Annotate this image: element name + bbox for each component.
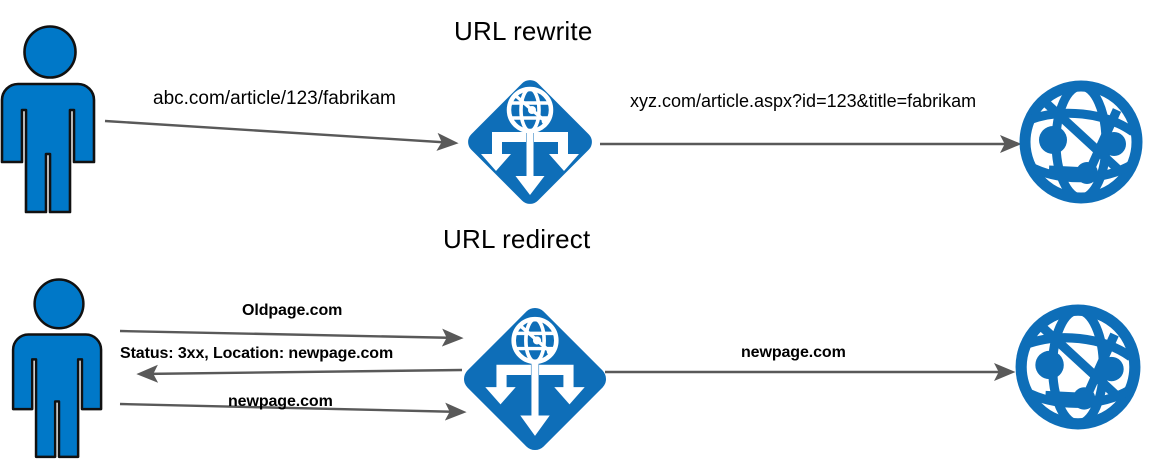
application-gateway-bottom (463, 296, 607, 462)
person-icon (11, 278, 103, 459)
client-person-bottom (11, 274, 103, 460)
gateway-globe (511, 316, 559, 365)
label-oldpage-request: Oldpage.com (242, 302, 343, 319)
web-globe-icon (1019, 80, 1143, 204)
label-redirect-response: Status: 3xx, Location: newpage.com (120, 345, 394, 362)
application-gateway-icon (463, 307, 607, 451)
client-person-top (0, 22, 96, 214)
label-newpage-backend: newpage.com (741, 344, 846, 361)
section-title-url-redirect: URL redirect (443, 224, 591, 254)
gateway-arrows (481, 130, 579, 195)
arrow-gateway-to-client-redirect (136, 364, 463, 383)
person-icon (0, 25, 96, 214)
application-gateway-icon (468, 80, 592, 204)
web-globe-icon (1015, 304, 1141, 430)
web-server-bottom (1012, 302, 1144, 432)
arrow-client-to-gateway-newpage (119, 402, 467, 421)
label-newpage-request: newpage.com (228, 393, 333, 410)
arrow-client-to-gateway-top (104, 119, 459, 151)
web-server-top (1016, 78, 1146, 206)
gateway-arrows (485, 362, 585, 436)
application-gateway-top (462, 72, 598, 212)
label-original-request-url: abc.com/article/123/fabrikam (153, 88, 396, 109)
label-rewritten-url: xyz.com/article.aspx?id=123&title=fabrik… (630, 91, 977, 111)
section-title-url-rewrite: URL rewrite (454, 16, 593, 46)
arrow-client-to-gateway-request (119, 328, 464, 347)
